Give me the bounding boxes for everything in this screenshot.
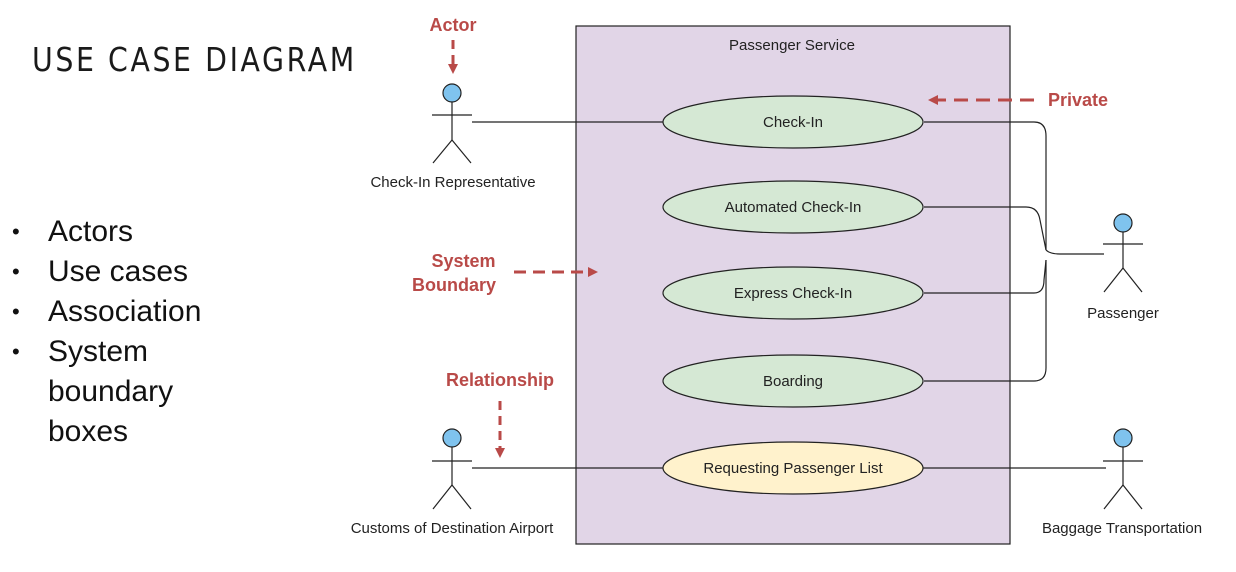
bullet-list: • Actors • Use cases • Association • System … (12, 212, 242, 452)
annotation-line: Boundary (412, 275, 496, 295)
bullet-item: • System boundary boxes (12, 332, 242, 452)
bullet-dot-icon: • (12, 259, 20, 284)
actor-passenger (1103, 213, 1143, 293)
actor-label: Customs of Destination Airport (351, 520, 554, 537)
system-boundary-label: Passenger Service (729, 37, 855, 54)
use-case-label: Boarding (763, 373, 823, 390)
use-case-boarding: Boarding (662, 354, 924, 408)
use-case-label: Express Check-In (734, 285, 852, 302)
bullet-text: Actors (48, 215, 134, 248)
annotation-system-boundary: System Boundary (412, 251, 501, 295)
annotation-private: Private (1048, 90, 1108, 110)
actor-label: Baggage Transportation (1042, 520, 1202, 537)
bullet-text: Use cases (48, 255, 189, 288)
use-case-check-in: Check-In (662, 95, 924, 149)
actor-label: Check-In Representative (370, 174, 535, 191)
actor-head-icon (1113, 428, 1133, 448)
bullet-text: Association (48, 295, 202, 328)
association-line (924, 259, 1047, 294)
annotation-line: System (431, 251, 495, 271)
bullet-dot-icon: • (12, 299, 20, 324)
annotation-relationship: Relationship (446, 370, 554, 390)
bullet-item: • Association (12, 292, 242, 332)
use-case-express-check-in: Express Check-In (662, 266, 924, 320)
use-case-requesting-passenger-list: Requesting Passenger List (662, 441, 924, 495)
bullet-item: • Actors (12, 212, 242, 252)
actor-head-icon (1113, 213, 1133, 233)
association-line (924, 260, 1047, 382)
use-case-label: Requesting Passenger List (703, 460, 883, 477)
association-line (1045, 249, 1104, 255)
actor-head-icon (442, 428, 462, 448)
bullet-dot-icon: • (12, 219, 20, 244)
actor-check-in-representative (432, 83, 472, 164)
annotation-actor: Actor (429, 15, 476, 35)
bullet-item: • Use cases (12, 252, 242, 292)
association-line (924, 206, 1047, 251)
actor-label: Passenger (1087, 305, 1159, 322)
use-case-label: Automated Check-In (725, 199, 862, 216)
bullet-dot-icon: • (12, 339, 20, 364)
association-line (924, 121, 1047, 250)
actor-baggage (1103, 428, 1143, 510)
bullet-text: System boundary boxes (48, 335, 174, 448)
actor-head-icon (442, 83, 462, 103)
use-case-automated-check-in: Automated Check-In (662, 180, 924, 234)
use-case-label: Check-In (763, 114, 823, 131)
slide-title: USE CASE DIAGRAM (32, 40, 357, 79)
actor-customs (432, 428, 472, 510)
